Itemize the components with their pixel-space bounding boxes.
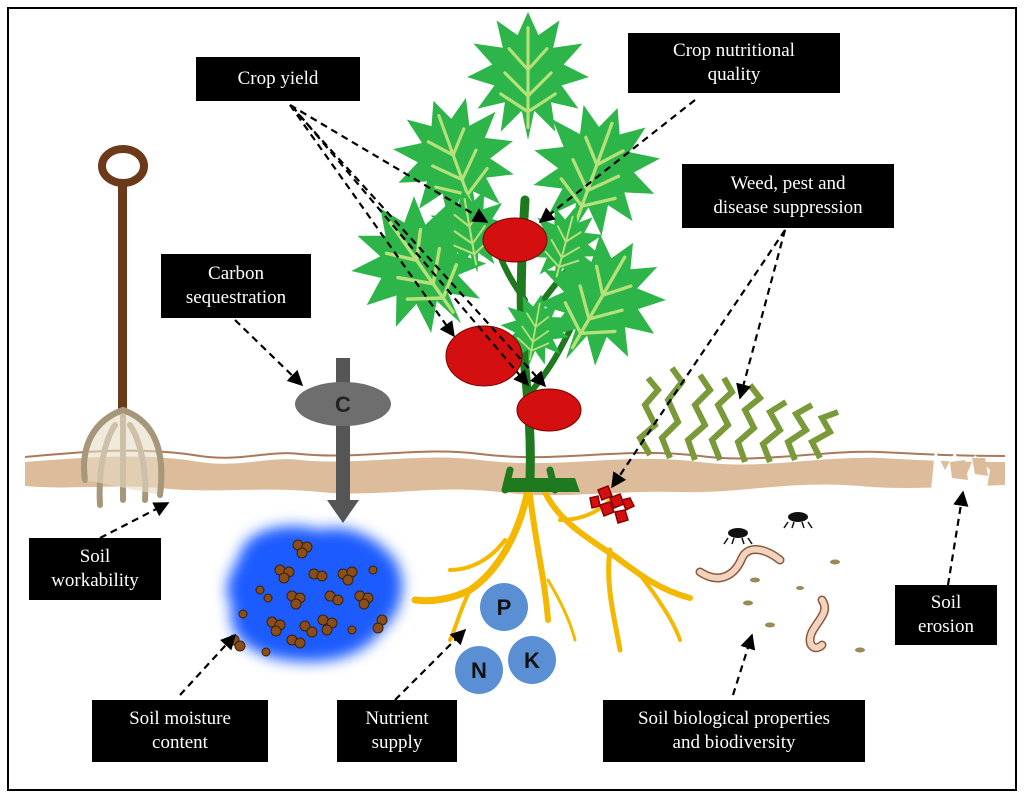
label-nutrient-supply-line1: Nutrient [365, 708, 429, 729]
label-carbon-sequestration: Carbon sequestration [161, 254, 311, 318]
nutrient-k: K [524, 648, 540, 673]
label-soil-workability-line2: workability [51, 570, 139, 591]
soil-moisture-water [226, 526, 403, 662]
erosion-chunk-2 [972, 458, 988, 476]
earthworms [695, 545, 830, 653]
erosion-chunk [950, 460, 968, 480]
plant-roots [411, 486, 693, 653]
label-soil-bio-line2: and biodiversity [672, 732, 796, 753]
label-soil-workability: Soil workability [29, 538, 161, 600]
label-soil-moisture-line1: Soil moisture [129, 708, 231, 729]
pest-cluster [589, 485, 636, 524]
label-soil-erosion-line2: erosion [918, 616, 974, 637]
nutrient-p: P [497, 595, 512, 620]
label-crop-nutritional-quality-line2: quality [707, 64, 761, 85]
dashed-arrows [99, 99, 969, 701]
label-crop-yield-text: Crop yield [237, 68, 319, 89]
label-crop-nutritional-quality: Crop nutritional quality [628, 33, 840, 93]
soil-surface-band [25, 456, 1005, 496]
label-soil-erosion-line1: Soil [930, 592, 962, 613]
label-weed-pest-disease: Weed, pest and disease suppression [682, 164, 894, 228]
nutrient-circles [455, 583, 556, 694]
garden-fork [81, 145, 165, 508]
carbon-sequestration-arrow [295, 358, 391, 523]
label-soil-erosion: Soil erosion [895, 585, 997, 645]
label-soil-moisture-content: Soil moisture content [92, 700, 268, 762]
label-nutrient-supply: Nutrient supply [337, 700, 457, 762]
nutrient-n: N [471, 658, 487, 683]
label-nutrient-supply-line2: supply [371, 732, 423, 753]
soil-surface-line [24, 449, 1006, 460]
soil-beetles [723, 512, 813, 545]
label-soil-biological-properties: Soil biological properties and biodivers… [603, 700, 865, 762]
label-soil-bio-line1: Soil biological properties [637, 708, 831, 729]
label-crop-yield: Crop yield [196, 57, 360, 101]
label-soil-moisture-line2: content [152, 732, 208, 753]
weeds [636, 366, 840, 464]
label-carbon-line2: sequestration [185, 287, 287, 308]
label-weed-pest-line1: Weed, pest and [730, 173, 846, 194]
soil-particles [743, 559, 865, 653]
label-soil-workability-line1: Soil [79, 546, 111, 567]
stem-base [506, 478, 580, 492]
label-weed-pest-line2: disease suppression [713, 197, 863, 218]
carbon-symbol: C [335, 392, 351, 417]
label-crop-nutritional-quality-line1: Crop nutritional [673, 40, 795, 61]
label-carbon-line1: Carbon [208, 263, 264, 284]
